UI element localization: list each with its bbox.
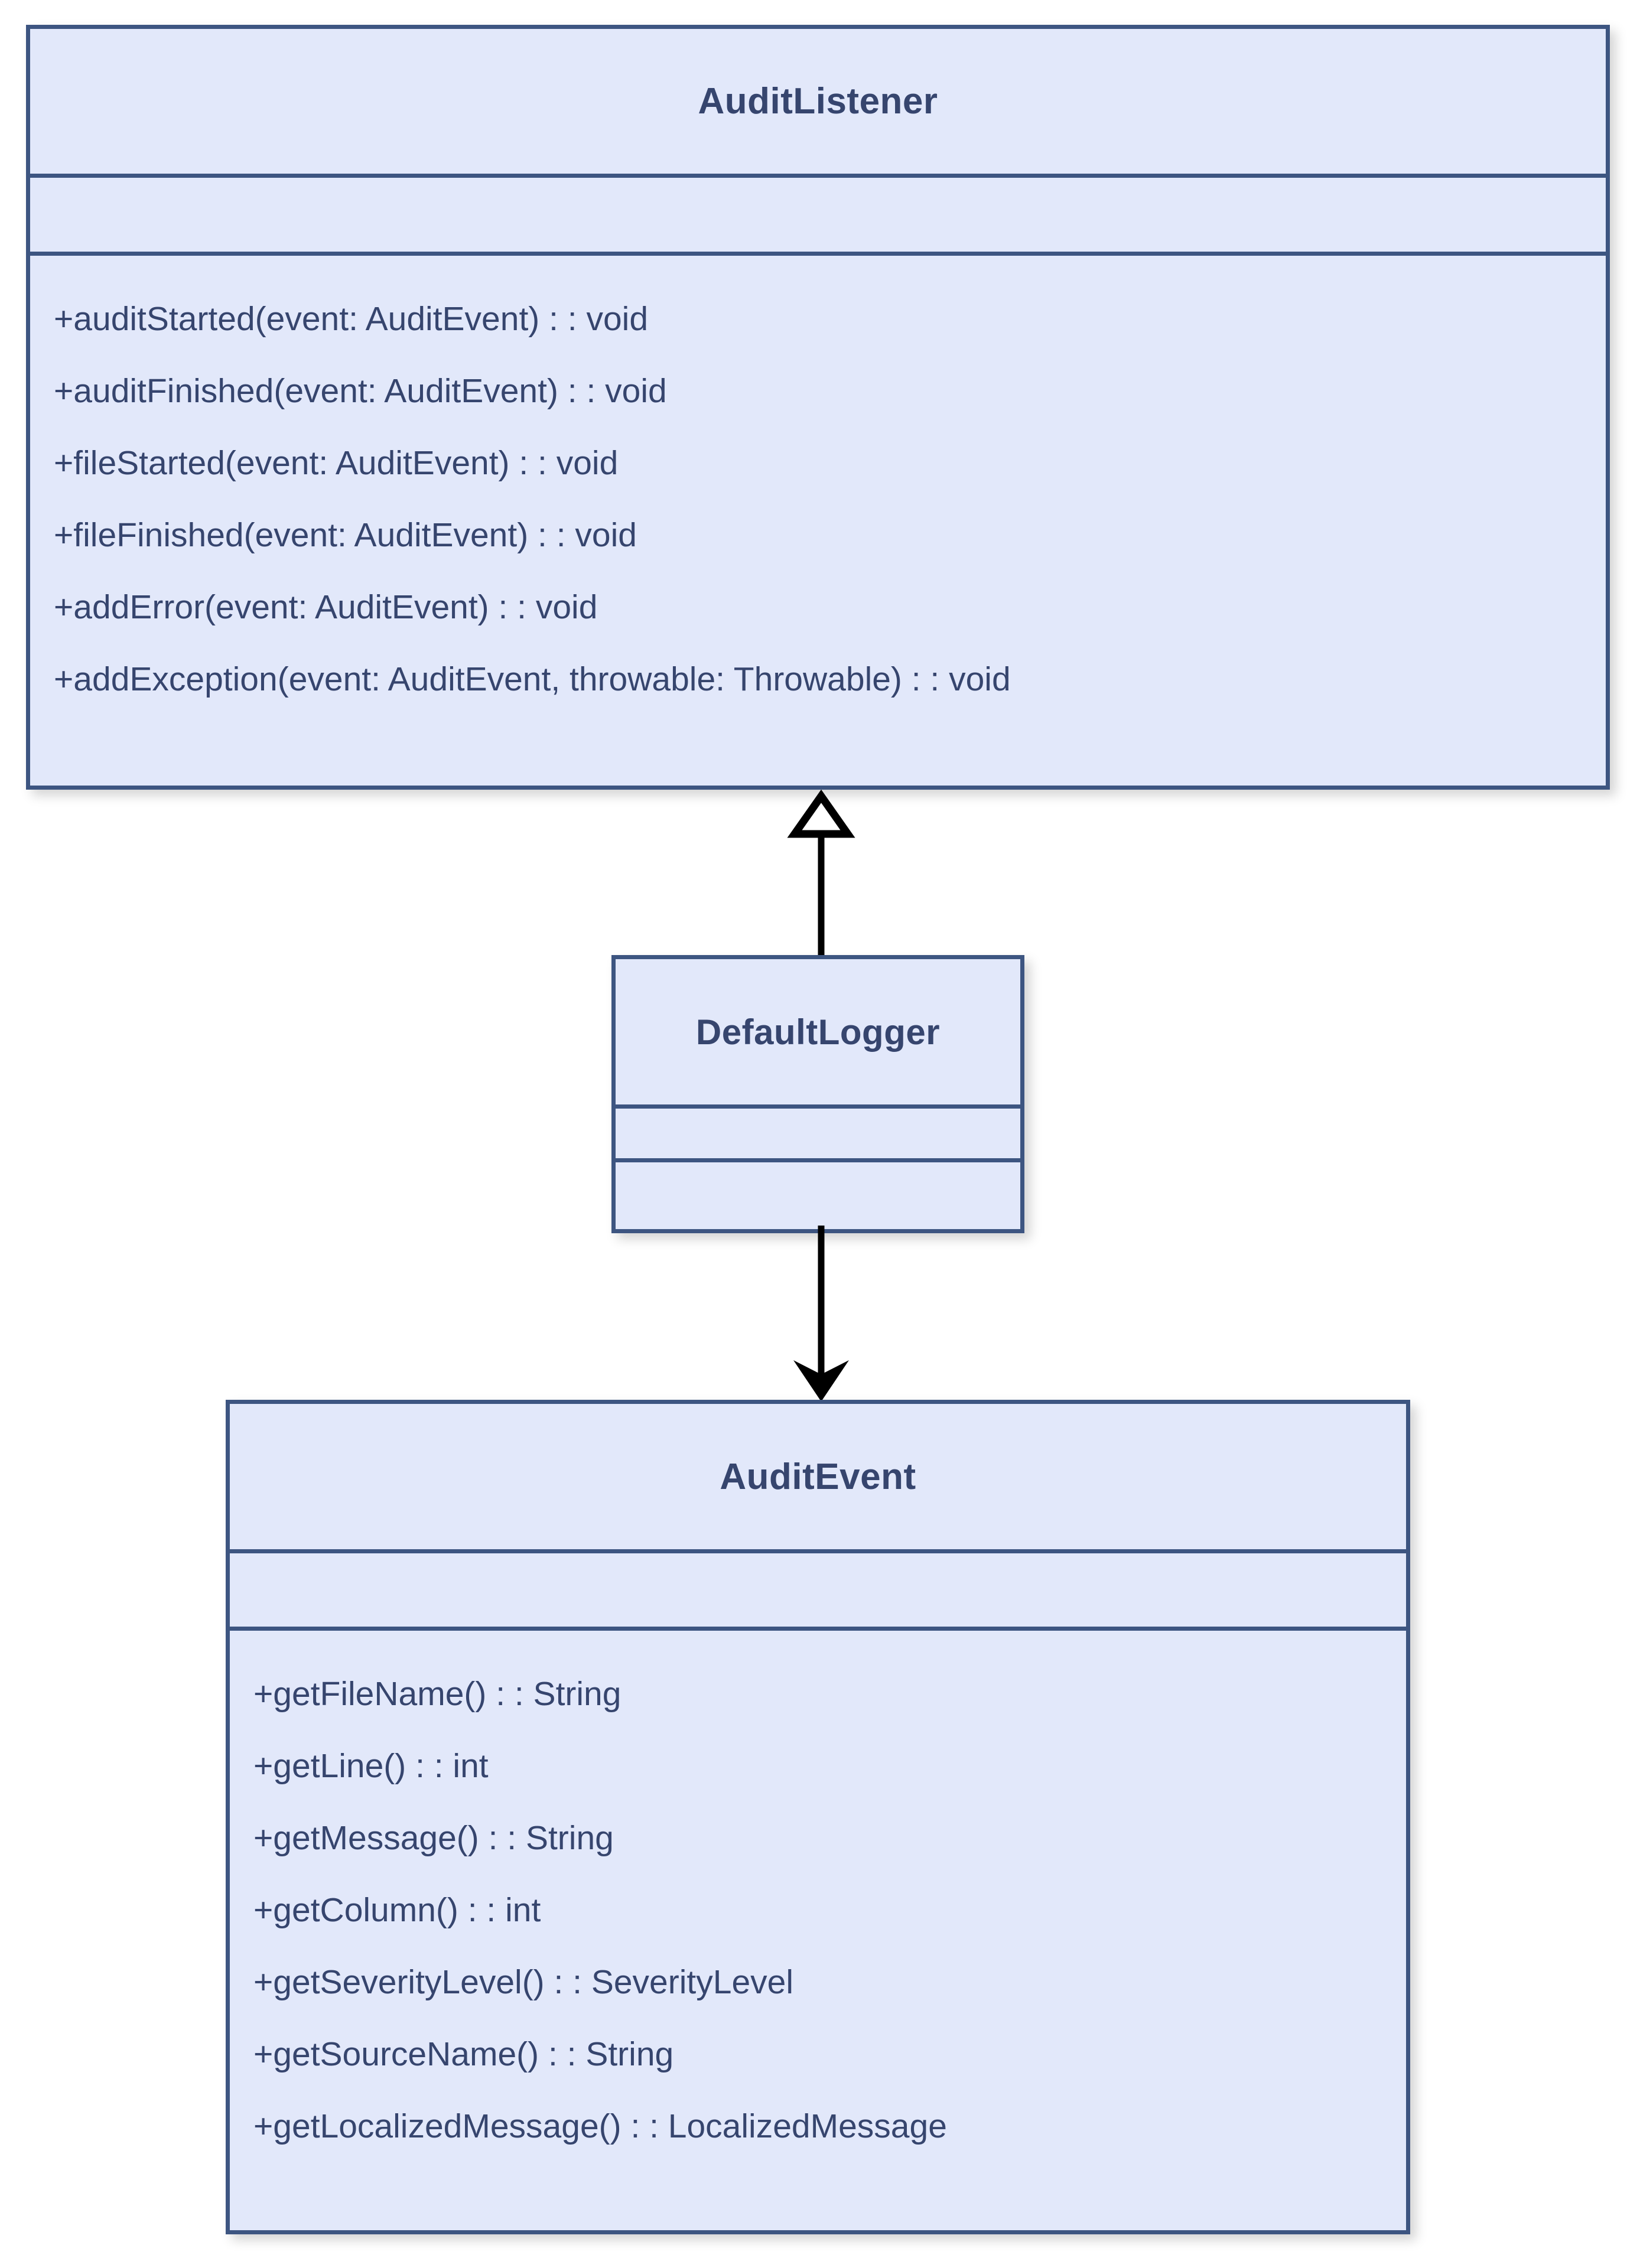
class-methods-band: +getFileName() : : String +getLine() : :… xyxy=(230,1631,1406,2162)
method-row: +getSourceName() : : String xyxy=(253,2035,674,2073)
class-box-audit-listener[interactable]: AuditListener +auditStarted(event: Audit… xyxy=(26,25,1610,790)
class-title-band: AuditListener xyxy=(30,29,1606,178)
method-row: +fileFinished(event: AuditEvent) : : voi… xyxy=(54,516,637,554)
class-methods-band: +auditStarted(event: AuditEvent) : : voi… xyxy=(30,256,1606,715)
class-box-audit-event[interactable]: AuditEvent +getFileName() : : String +ge… xyxy=(226,1400,1410,2234)
class-attributes-band xyxy=(230,1553,1406,1631)
class-title-band: AuditEvent xyxy=(230,1404,1406,1553)
method-row: +auditStarted(event: AuditEvent) : : voi… xyxy=(54,300,649,338)
method-row: +auditFinished(event: AuditEvent) : : vo… xyxy=(54,372,667,410)
class-name-audit-event: AuditEvent xyxy=(720,1456,916,1497)
dependency-arrow-default-logger-to-audit-event xyxy=(793,1226,849,1402)
class-name-default-logger: DefaultLogger xyxy=(695,1012,941,1052)
method-row: +getLine() : : int xyxy=(253,1747,489,1785)
class-name-audit-listener: AuditListener xyxy=(698,81,938,122)
method-row: +getMessage() : : String xyxy=(253,1819,614,1857)
method-row: +getFileName() : : String xyxy=(253,1675,621,1713)
class-attributes-band xyxy=(616,1109,1020,1162)
class-box-default-logger[interactable]: DefaultLogger xyxy=(611,955,1024,1233)
method-row: +getColumn() : : int xyxy=(253,1891,541,1929)
method-row: +fileStarted(event: AuditEvent) : : void xyxy=(54,444,619,482)
class-attributes-band xyxy=(30,178,1606,256)
method-row: +addError(event: AuditEvent) : : void xyxy=(54,588,598,626)
class-title-band: DefaultLogger xyxy=(616,959,1020,1109)
class-methods-band xyxy=(616,1162,1020,1229)
method-row: +getSeverityLevel() : : SeverityLevel xyxy=(253,1963,794,2001)
method-row: +addException(event: AuditEvent, throwab… xyxy=(54,660,1011,698)
generalization-arrow-default-logger-to-audit-listener xyxy=(787,789,855,963)
method-row: +getLocalizedMessage() : : LocalizedMess… xyxy=(253,2107,947,2145)
